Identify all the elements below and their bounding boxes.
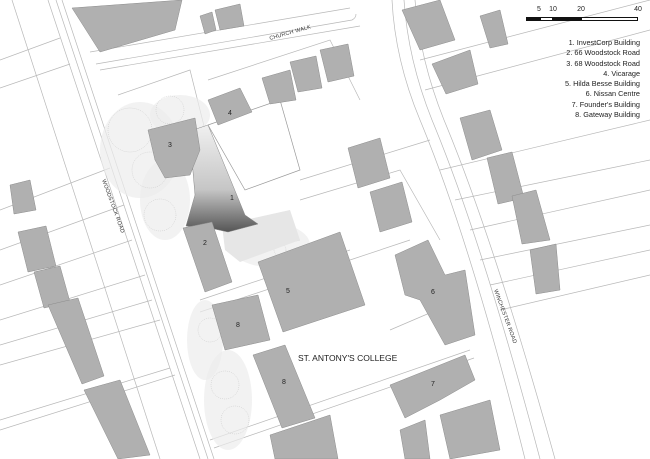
building-number-7: 7 (431, 381, 435, 388)
legend-item: 4. Vicarage (603, 68, 640, 78)
legend-item: 2. 66 Woodstock Road (566, 48, 640, 58)
scale-tick-40: 40 (634, 6, 642, 13)
legend-item: 6. Nissan Centre (585, 89, 640, 99)
building-outline (207, 99, 301, 191)
scale-segment (581, 17, 638, 21)
building-investcorp (185, 124, 259, 233)
building-number-1: 1 (230, 195, 234, 202)
scale-tick-20: 20 (577, 6, 585, 13)
scale-segment (553, 17, 581, 21)
building-vicarage (207, 87, 253, 126)
college-label: ST. ANTONY'S COLLEGE (298, 353, 398, 363)
scale-bar: 5 10 20 40 (526, 6, 642, 26)
building-number-4: 4 (228, 110, 232, 117)
building-founders (389, 354, 476, 419)
building-68-woodstock (147, 117, 201, 179)
building-gateway-b (252, 344, 316, 429)
scale-segment (540, 17, 553, 21)
legend-item: 3. 68 Woodstock Road (566, 58, 640, 68)
building-number-8a: 8 (236, 322, 240, 329)
legend-item: 7. Founder's Building (571, 99, 640, 109)
scale-tick-10: 10 (549, 6, 557, 13)
buildings (9, 0, 561, 459)
legend-item: 5. Hilda Besse Building (564, 79, 640, 89)
building-legend: 1. InvestCorp Building 2. 66 Woodstock R… (565, 38, 640, 120)
building-number-2: 2 (203, 240, 207, 247)
building-numbers: 1 2 3 4 5 6 7 8 8 (168, 110, 435, 388)
building-nissan-centre (394, 239, 476, 346)
building-number-8b: 8 (282, 379, 286, 386)
scale-tick-5: 5 (537, 6, 541, 13)
building-number-6: 6 (431, 289, 435, 296)
scale-segment (526, 17, 540, 21)
building-hilda-besse (257, 231, 366, 333)
legend-item: 8. Gateway Building (575, 110, 640, 120)
building-number-5: 5 (286, 288, 290, 295)
building-gateway-a (211, 294, 271, 351)
building-66-woodstock (182, 221, 233, 293)
legend-item: 1. InvestCorp Building (568, 38, 640, 47)
building-number-3: 3 (168, 142, 172, 149)
